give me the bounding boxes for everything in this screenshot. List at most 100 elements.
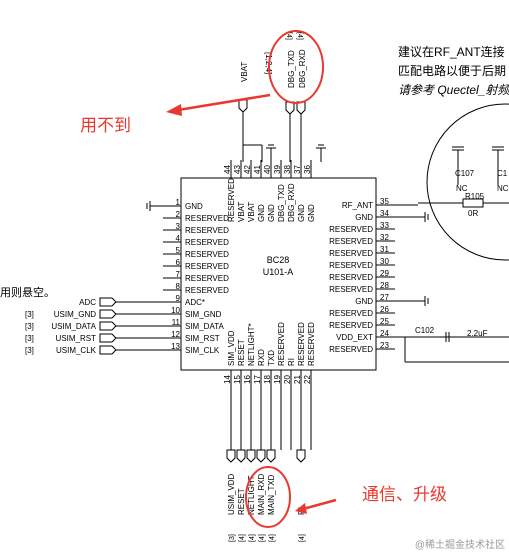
r105-resistor [462,198,484,208]
nc-label-2: NC [497,184,509,193]
net-ref: [4] [239,534,246,542]
net-port [99,309,117,319]
right-pin-group: 35RF_ANT34GND33RESERVED32RESERVED31RESER… [329,197,395,354]
net-label: USIM_VDD [227,473,236,515]
dbg-rxd-net: DBG_RXD [298,49,307,88]
bottom-pin-group: 14SIM_VDD15RESET16NETLIGHT*17RXD18TXD19R… [223,322,316,450]
net-ref: [3] [25,334,34,343]
net-label: USIM_DATA [51,322,96,331]
pin-number: 30 [380,257,389,266]
pin-name: GND [267,204,276,222]
vbat-net-label: VBAT [240,62,249,82]
pin-number: 12 [171,330,180,339]
net-port [246,449,256,463]
pin-name: RESERVED [329,237,373,246]
pin-number: 28 [380,281,389,290]
net-ref: [4] [269,534,276,542]
pin-name: GND [297,204,306,222]
pin-name: RESERVED [185,214,229,223]
watermark: @稀土掘金技术社区 [415,538,505,551]
pin-number: 2 [176,210,181,219]
pin-number: 44 [223,165,232,174]
pin-name: RESERVED [307,322,316,366]
net-ref: [3] [25,322,34,331]
r105-label: R105 [465,192,485,201]
pin-name: RESERVED [329,273,373,282]
pin-number: 25 [380,317,389,326]
chip-name: BC28 [267,255,290,265]
pin-number: 24 [380,329,389,338]
net-port [226,449,236,463]
unused-label: 用不到 [80,116,131,135]
comm-label: 通信、升级 [362,485,447,504]
pin-number: 26 [380,305,389,314]
net-port [256,449,266,463]
top-pin-group: 44RESERVED43VBAT42VBAT41GND40GND39DBG_TX… [223,160,316,222]
pin-name: RESERVED [185,226,229,235]
net-label: USIM_RST [56,334,97,343]
net-ref: [4] [299,534,306,542]
pin-number: 18 [263,375,272,384]
pin-name: RI [287,358,296,366]
pin-number: 21 [293,375,302,384]
net-port [296,449,306,463]
c102-value: 2.2uF [467,329,488,338]
pin-number: 5 [176,246,181,255]
net-label: MAIN_TXD [267,474,276,515]
net-label: USIM_GND [54,310,96,319]
pin-name: RXD [257,349,266,366]
comm-arrowhead [295,503,307,514]
pin-name: RESERVED [297,322,306,366]
pin-number: 32 [380,233,389,242]
pin-number: 6 [176,258,181,267]
pin-name: TXD [267,350,276,366]
pin-number: 3 [176,222,181,231]
comm-arrow [302,498,337,511]
net-label: ADC [79,298,96,307]
pin-number: 16 [243,375,252,384]
net-label: USIM_CLK [56,346,97,355]
pin-name: DBG_TXD [277,184,286,222]
r105-value: 0R [468,209,478,218]
pin-name: VDD_EXT [336,333,373,342]
pin-name: RESERVED [329,225,373,234]
left-net-group: ADC USIM_GND [3] USIM_DATA [3] USIM_RST [3] USI… [25,297,163,355]
pin-number: 10 [171,306,180,315]
pin-number: 7 [176,270,181,279]
pin-number: 36 [303,165,312,174]
dbg-txd-port [285,101,295,115]
pin-name: VBAT [237,202,246,222]
dbg-txd-ref: [4] [285,32,292,40]
net-port [99,321,117,331]
pin-name: RESET [237,339,246,366]
net-ref: [3] [25,346,34,355]
pin-name: RESERVED [185,274,229,283]
pin-name: RF_ANT [342,201,373,210]
pin-number: 38 [283,165,292,174]
net-port [266,449,276,463]
pin-number: 13 [171,342,180,351]
pin-number: 37 [293,165,302,174]
net-port [236,449,246,463]
c102-label: C102 [415,326,435,335]
pin-number: 9 [176,294,181,303]
pin-number: 23 [380,341,389,350]
pin-number: 40 [263,165,272,174]
pin-number: 39 [273,165,282,174]
pin-name: GND [185,202,203,211]
pin-number: 41 [253,165,262,174]
pin-name: GND [307,204,316,222]
unused-arrowhead [166,104,182,116]
pin-name: RESERVED [185,238,229,247]
pin-number: 35 [380,197,389,206]
pin-name: GND [257,204,266,222]
note-line-1: 建议在RF_ANT连接 [398,44,505,59]
net-label: NETLIGHT [247,475,256,515]
pin-name: SIM_GND [185,310,222,319]
pin-number: 43 [233,165,242,174]
note-line-3: 请参考 Quectel_射频 [398,83,509,97]
design-note: 建议在RF_ANT连接 匹配电路以便于后期 请参考 Quectel_射频 [398,44,509,97]
pin-number: 1 [176,198,181,207]
net-label: RESET [237,488,246,515]
